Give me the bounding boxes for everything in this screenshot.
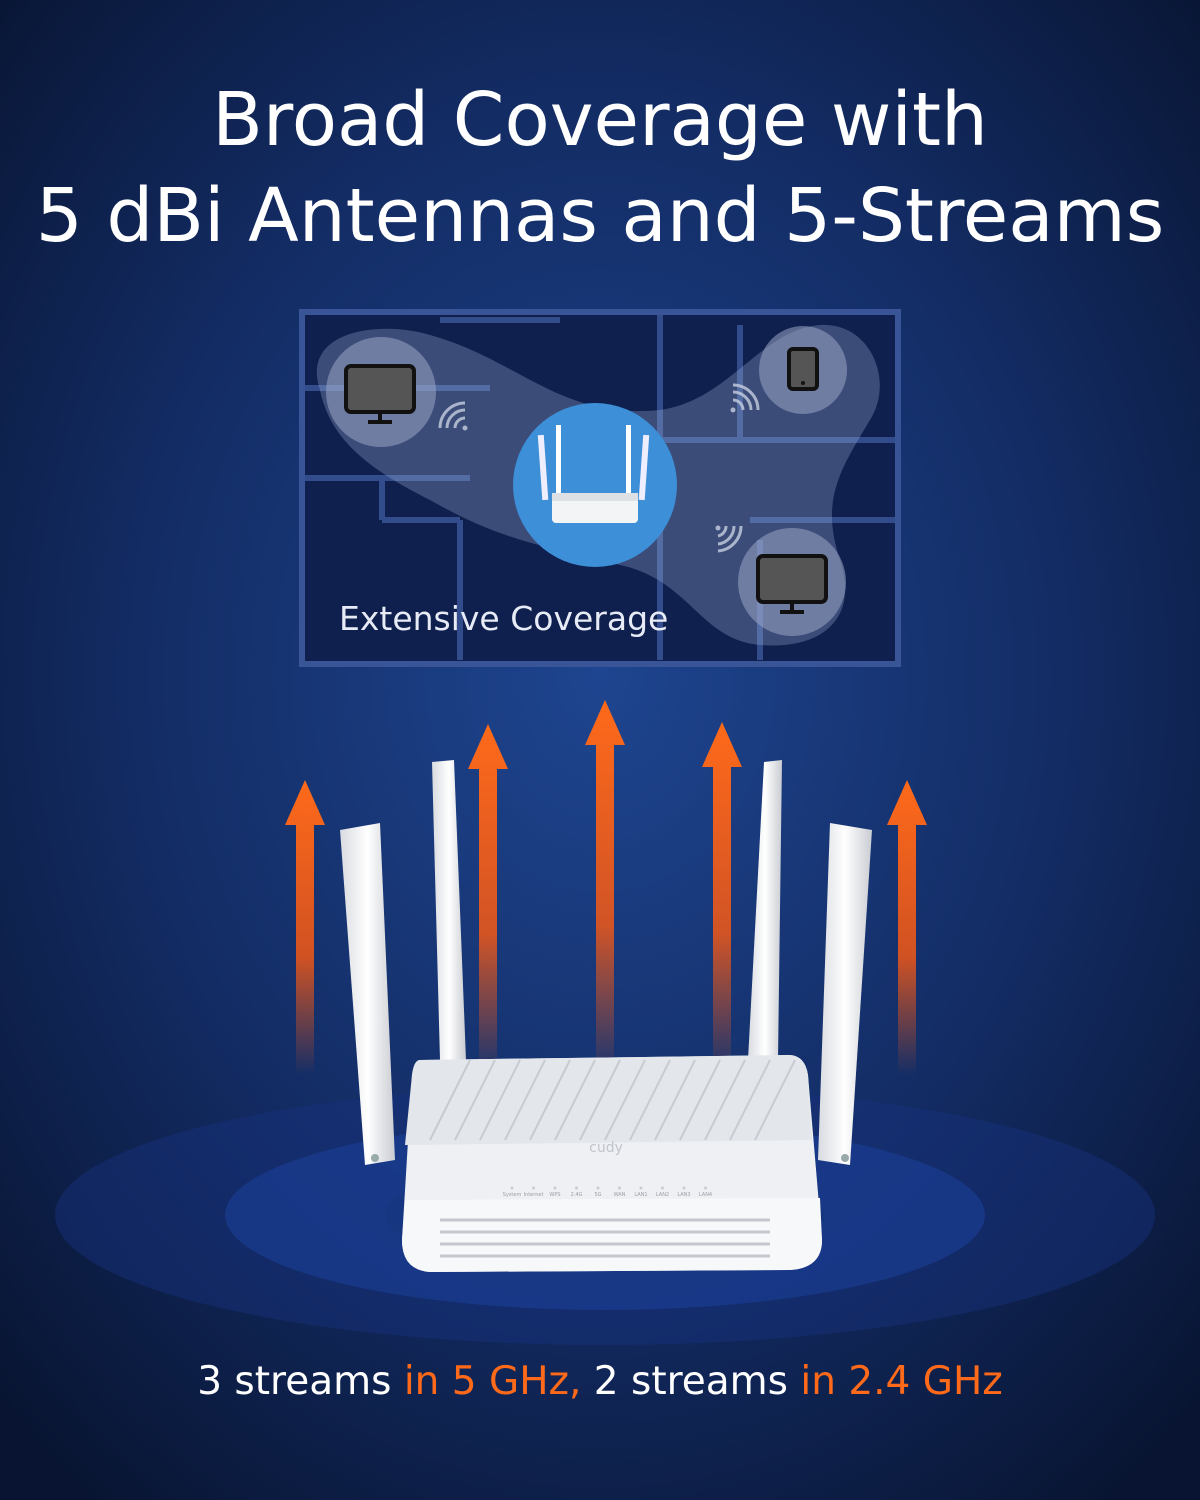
antenna	[818, 823, 872, 1165]
led-label: LAN3	[677, 1192, 690, 1198]
vent-grille	[440, 1218, 770, 1258]
headline-line-2: 5 dBi Antennas and 5-Streams	[36, 173, 1165, 259]
led-label: 5G	[594, 1192, 601, 1198]
led-indicator	[661, 1186, 664, 1190]
antenna	[748, 760, 782, 1060]
monitor-icon	[756, 554, 828, 614]
led-label: WPS	[549, 1192, 560, 1198]
led-indicator	[532, 1186, 535, 1190]
led-indicator	[618, 1186, 621, 1190]
led-label: Internet	[524, 1192, 544, 1198]
antenna	[340, 823, 395, 1165]
router-circle	[513, 403, 677, 567]
stream-arrows	[285, 700, 927, 1075]
floor-plan: Extensive Coverage	[299, 309, 901, 667]
led-indicator	[596, 1186, 600, 1190]
led-label: LAN4	[699, 1192, 712, 1198]
stream-arrow	[585, 700, 625, 1075]
led-indicator	[575, 1186, 578, 1190]
brand-logo: cudy	[589, 1140, 623, 1156]
led-label: 2.4G	[571, 1192, 583, 1198]
caption-part-3: 2 streams	[581, 1359, 800, 1404]
wifi-signal-icon	[438, 401, 468, 431]
caption-part-1: 3 streams	[197, 1359, 404, 1404]
led-label: LAN2	[656, 1192, 669, 1198]
caption-part-2: in 5 GHz,	[404, 1359, 582, 1404]
wifi-signal-icon	[730, 383, 760, 413]
caption-part-4: in 2.4 GHz	[800, 1359, 1002, 1404]
led-indicator	[510, 1186, 514, 1190]
led-indicator	[553, 1186, 557, 1190]
stream-arrow	[285, 780, 325, 1075]
led-indicator	[704, 1186, 707, 1190]
coverage-label: Extensive Coverage	[339, 599, 668, 638]
tablet-icon	[787, 347, 819, 391]
stream-arrow	[887, 780, 927, 1075]
stream-arrow	[702, 722, 742, 1075]
led-label: WAN	[614, 1192, 626, 1198]
monitor-icon	[344, 364, 416, 424]
led-indicator	[639, 1186, 643, 1190]
led-label: System	[503, 1192, 522, 1198]
stream-arrow	[468, 724, 508, 1075]
led-indicator	[682, 1186, 686, 1190]
headline-line-1: Broad Coverage with	[212, 77, 988, 163]
router-icon	[537, 425, 650, 523]
antenna	[432, 760, 466, 1060]
streams-caption: 3 streams in 5 GHz, 2 streams in 2.4 GHz	[197, 1359, 1003, 1404]
wifi-signal-icon	[715, 525, 743, 553]
led-label: LAN1	[634, 1192, 647, 1198]
